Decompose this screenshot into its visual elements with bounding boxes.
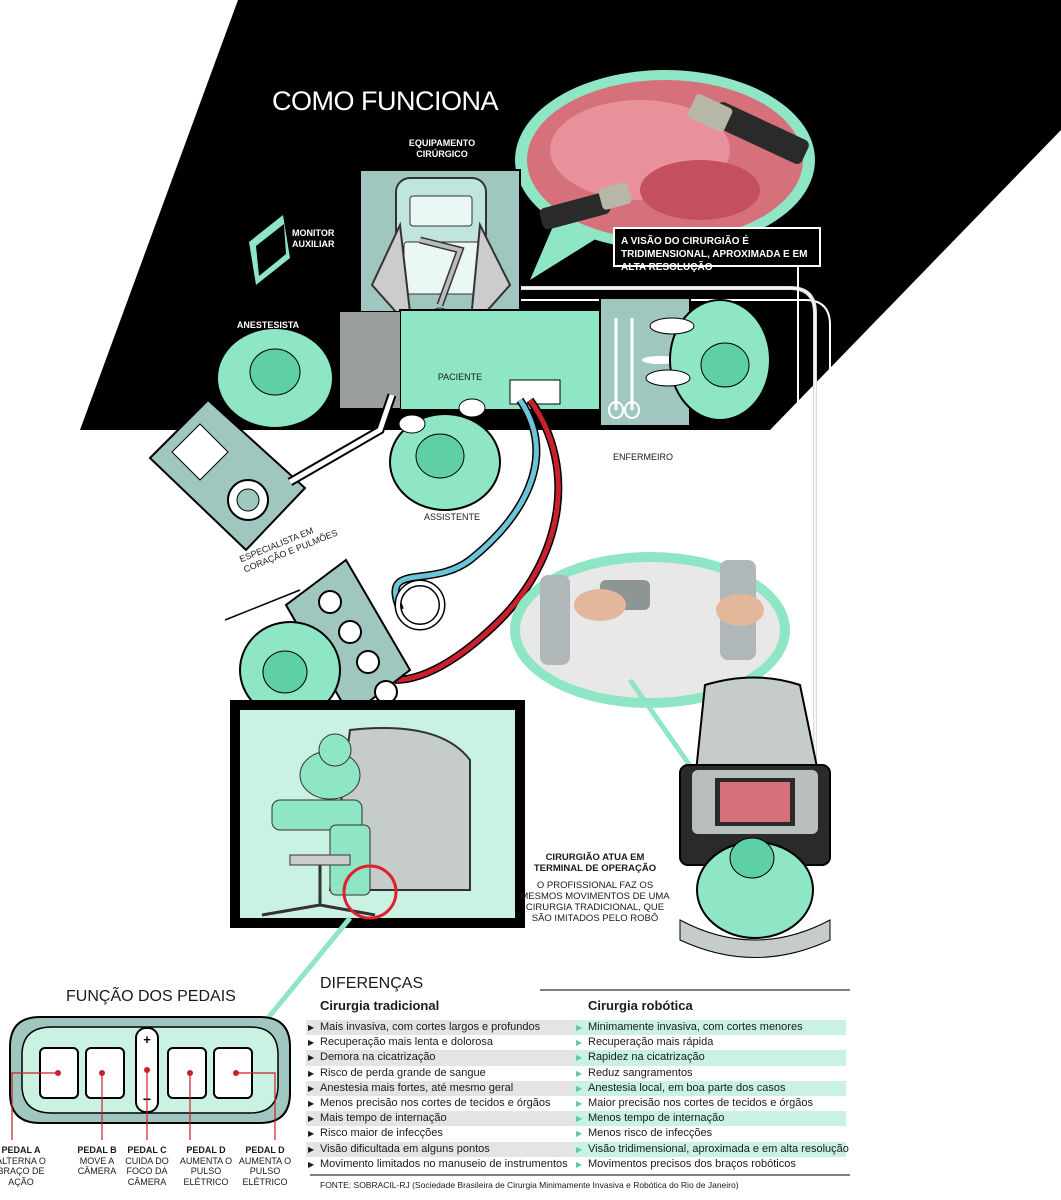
list-item: ▶Maior precisão nos cortes de tecidos e … xyxy=(576,1096,814,1109)
bullet-icon: ▶ xyxy=(576,1023,583,1032)
list-item: ▶Mais tempo de internação xyxy=(306,1111,578,1127)
endoscope-view xyxy=(515,70,815,280)
anesthesia-hoses-inner xyxy=(288,394,395,485)
list-item: ▶Reduz sangramentos xyxy=(576,1066,693,1079)
pedal-desc: MOVE A CÂMERA xyxy=(77,1155,117,1177)
label-enfermeiro: ENFERMEIRO xyxy=(612,452,673,462)
console-caption-heading: CIRURGIÃO ATUA EM TERMINAL DE OPERAÇÃO xyxy=(533,852,657,874)
anesthesia-machine xyxy=(148,398,307,552)
pedal-name: PEDAL A xyxy=(1,1145,41,1155)
pedal-name: PEDAL B xyxy=(77,1145,117,1155)
label-paciente: PACIENTE xyxy=(437,372,483,382)
bullet-icon: ▶ xyxy=(308,1083,315,1093)
list-item: ▶Movimento limitados no manuseio de inst… xyxy=(308,1157,568,1170)
specialist-divider xyxy=(224,589,301,621)
bullet-icon: ▶ xyxy=(308,1129,315,1139)
anesthetist-figure xyxy=(216,327,334,429)
console-caption: CIRURGIÃO ATUA EM TERMINAL DE OPERAÇÃO O… xyxy=(520,852,670,924)
list-item: ▶Minimamente invasiva, com cortes menore… xyxy=(574,1020,846,1036)
list-item: ▶Menos tempo de internação xyxy=(574,1111,846,1127)
bullet-icon: ▶ xyxy=(308,1098,315,1108)
list-item: ▶Demora na cicatrização xyxy=(306,1050,578,1066)
bullet-icon: ▶ xyxy=(308,1068,315,1078)
bullet-icon: ▶ xyxy=(576,1144,583,1154)
vision-callout: A VISÃO DO CIRURGIÃO É TRIDIMENSIONAL, A… xyxy=(613,227,821,273)
bullet-icon: ▶ xyxy=(576,1159,583,1169)
label-monitor: MONITOR AUXILIAR xyxy=(292,228,335,249)
bullet-icon: ▶ xyxy=(308,1038,315,1048)
pedal-name: PEDAL C xyxy=(127,1145,167,1155)
room-frame-line xyxy=(520,299,831,820)
blue-tube-inner xyxy=(392,398,539,611)
list-item: ▶Recuperação mais rápida xyxy=(576,1036,714,1049)
list-item: ▶Menos risco de infecções xyxy=(576,1127,713,1140)
list-item: ▶Visão tridimensional, aproximada e em a… xyxy=(574,1141,849,1157)
list-item: ▶Anestesia local, em boa parte dos casos xyxy=(574,1080,846,1096)
pedal-unit: + − xyxy=(9,1016,291,1140)
pedal-desc: ALTERNA O BRAÇO DE AÇÃO xyxy=(0,1155,46,1187)
console-inset xyxy=(230,700,525,928)
bullet-icon: ▶ xyxy=(576,1114,583,1124)
list-item: ▶Menos precisão nos cortes de tecidos e … xyxy=(308,1096,551,1109)
tradicional-list: ▶Mais invasiva, com cortes largos e prof… xyxy=(306,1020,578,1172)
operating-table xyxy=(339,309,601,411)
red-tube-inner xyxy=(394,398,561,683)
list-item: ▶Visão dificultada em alguns pontos xyxy=(306,1141,578,1157)
bullet-icon: ▶ xyxy=(308,1023,315,1032)
list-item: ▶Risco de perda grande de sangue xyxy=(308,1066,486,1079)
console-topdown xyxy=(679,676,832,958)
pedal-desc: AUMENTA O PULSO ELÉTRICO xyxy=(179,1155,233,1187)
cable-surgeon-to-robot-inner xyxy=(515,287,816,760)
heart-lung-machine xyxy=(284,558,412,718)
bullet-icon: ▶ xyxy=(576,1068,583,1078)
pedal-desc: CUIDA DO FOCO DA CÂMERA xyxy=(125,1155,169,1187)
list-item: ▶Movimentos precisos dos braços robótico… xyxy=(576,1157,796,1170)
pedais-title: FUNÇÃO DOS PEDAIS xyxy=(66,988,236,1005)
robotica-title: Cirurgia robótica xyxy=(588,998,693,1013)
label-anestesista: ANESTESISTA xyxy=(236,320,300,330)
bullet-icon: ▶ xyxy=(576,1129,583,1139)
bullet-icon: ▶ xyxy=(308,1114,315,1124)
bullet-icon: ▶ xyxy=(308,1053,315,1063)
label-assistente: ASSISTENTE xyxy=(423,512,480,522)
robotica-list: ▶Minimamente invasiva, com cortes menore… xyxy=(574,1020,849,1172)
assistant-figure xyxy=(389,398,501,511)
bullet-icon: ▶ xyxy=(308,1159,315,1169)
auxiliary-monitor xyxy=(249,215,290,285)
label-equipamento: EQUIPAMENTO CIRÚRGICO xyxy=(408,138,476,159)
list-item: ▶Recuperação mais lenta e dolorosa xyxy=(308,1036,494,1049)
list-item: ▶Mais invasiva, com cortes largos e prof… xyxy=(306,1020,578,1036)
hands-view xyxy=(510,552,790,782)
source-note: FONTE: SOBRACIL-RJ (Sociedade Brasileira… xyxy=(320,1180,739,1190)
list-item: ▶Risco maior de infecções xyxy=(308,1127,443,1140)
diferencas-title: DIFERENÇAS xyxy=(320,975,424,992)
bullet-icon: ▶ xyxy=(576,1098,583,1108)
tube-loop-inner xyxy=(396,581,444,629)
tradicional-title: Cirurgia tradicional xyxy=(320,998,440,1013)
list-item: ▶Rapidez na cicatrização xyxy=(574,1050,846,1066)
list-item: ▶Anestesia mais fortes, até mesmo geral xyxy=(306,1080,578,1096)
pedal-name: PEDAL D xyxy=(245,1145,285,1155)
bullet-icon: ▶ xyxy=(308,1144,315,1154)
page-title: COMO FUNCIONA xyxy=(272,86,499,116)
bullet-icon: ▶ xyxy=(576,1053,583,1063)
nurse-figure xyxy=(645,299,771,421)
pedal-c-plus: + xyxy=(143,1032,151,1047)
pedal-desc: AUMENTA O PULSO ELÉTRICO xyxy=(238,1155,292,1187)
console-caption-text: O PROFISSIONAL FAZ OS MESMOS MOVIMENTOS … xyxy=(520,880,670,924)
bullet-icon: ▶ xyxy=(576,1038,583,1048)
bullet-icon: ▶ xyxy=(576,1083,583,1093)
pedal-name: PEDAL D xyxy=(186,1145,226,1155)
